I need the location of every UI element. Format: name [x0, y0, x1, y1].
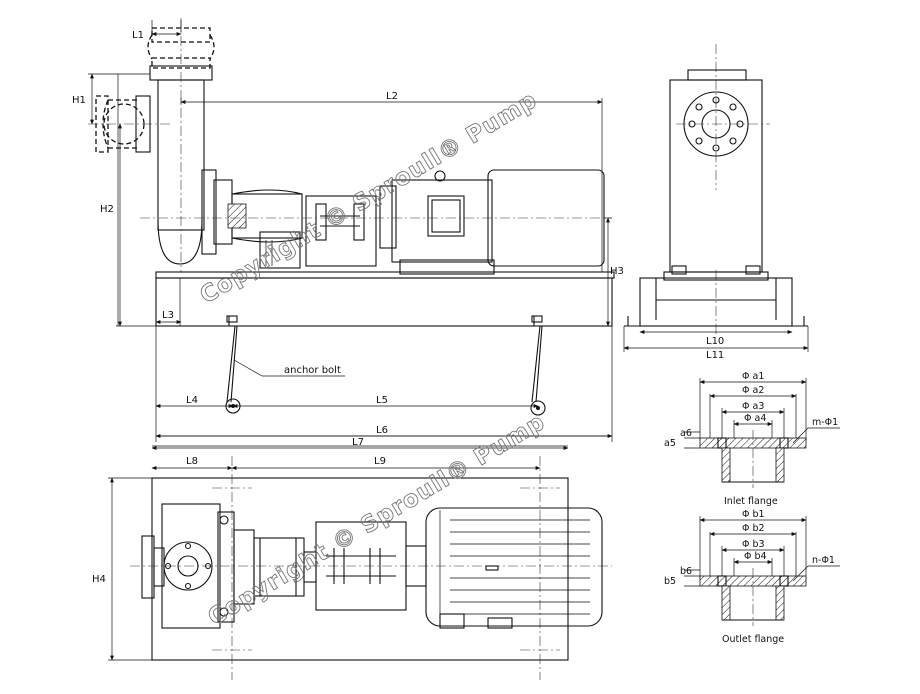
dim-L4: L4 — [186, 395, 198, 406]
dim-L9: L9 — [374, 456, 386, 467]
dim-H2: H2 — [100, 204, 114, 215]
outlet-t2: b5 — [664, 576, 676, 587]
dim-L8: L8 — [186, 456, 198, 467]
inlet-t1: a6 — [680, 428, 692, 439]
inlet-flange-caption: Inlet flange — [724, 496, 778, 507]
anchor-bolt-left — [225, 315, 241, 414]
dim-L3: L3 — [162, 310, 174, 321]
inlet-flange-detail: Φ a1 Φ a2 Φ a3 Φ a4 a6 a5 m-Φ1 Inlet fla… — [664, 371, 840, 507]
dim-L1: L1 — [132, 30, 144, 41]
dim-H4: H4 — [92, 574, 106, 585]
watermark-top: Copyright © Sproull® Pump — [196, 87, 542, 309]
dim-L7: L7 — [352, 437, 364, 448]
dim-H3: H3 — [610, 266, 624, 277]
outlet-d2: Φ b2 — [742, 523, 765, 534]
dim-L6: L6 — [376, 425, 388, 436]
dim-L10: L10 — [706, 336, 724, 347]
dim-L11: L11 — [706, 350, 724, 361]
outlet-flange-detail: Φ b1 Φ b2 Φ b3 Φ b4 b6 b5 n-Φ1 Outlet fl… — [664, 509, 840, 645]
outlet-d3: Φ b3 — [742, 539, 765, 550]
end-view: L10 L11 — [623, 44, 809, 361]
dim-L5: L5 — [376, 395, 388, 406]
dashed-inlet-flange-side — [95, 95, 151, 153]
inlet-t2: a5 — [664, 438, 676, 449]
inlet-d3: Φ a3 — [742, 401, 764, 412]
plan-flange-bolt-holes — [164, 542, 212, 590]
anchor-bolt-label: anchor bolt — [284, 365, 341, 376]
anchor-bolt-right — [530, 315, 546, 416]
outlet-flange-caption: Outlet flange — [722, 634, 784, 645]
outlet-d4: Φ b4 — [744, 551, 767, 562]
side-elevation-view: anchor bolt L1 H1 H2 L2 H3 L3 L4 L5 L6 C… — [72, 18, 624, 442]
inlet-d4: Φ a4 — [744, 413, 766, 424]
outlet-d1: Φ b1 — [742, 509, 765, 520]
dim-L2: L2 — [386, 91, 398, 102]
inlet-holes: m-Φ1 — [812, 417, 838, 428]
outlet-holes: n-Φ1 — [812, 555, 835, 566]
outlet-t1: b6 — [680, 566, 692, 577]
dim-H1: H1 — [72, 95, 86, 106]
inlet-d1: Φ a1 — [742, 371, 764, 382]
inlet-d2: Φ a2 — [742, 385, 764, 396]
motor-plan — [425, 507, 603, 629]
plan-view: L7 L8 L9 H4 Copyright © Sproull® Pump — [92, 408, 612, 680]
